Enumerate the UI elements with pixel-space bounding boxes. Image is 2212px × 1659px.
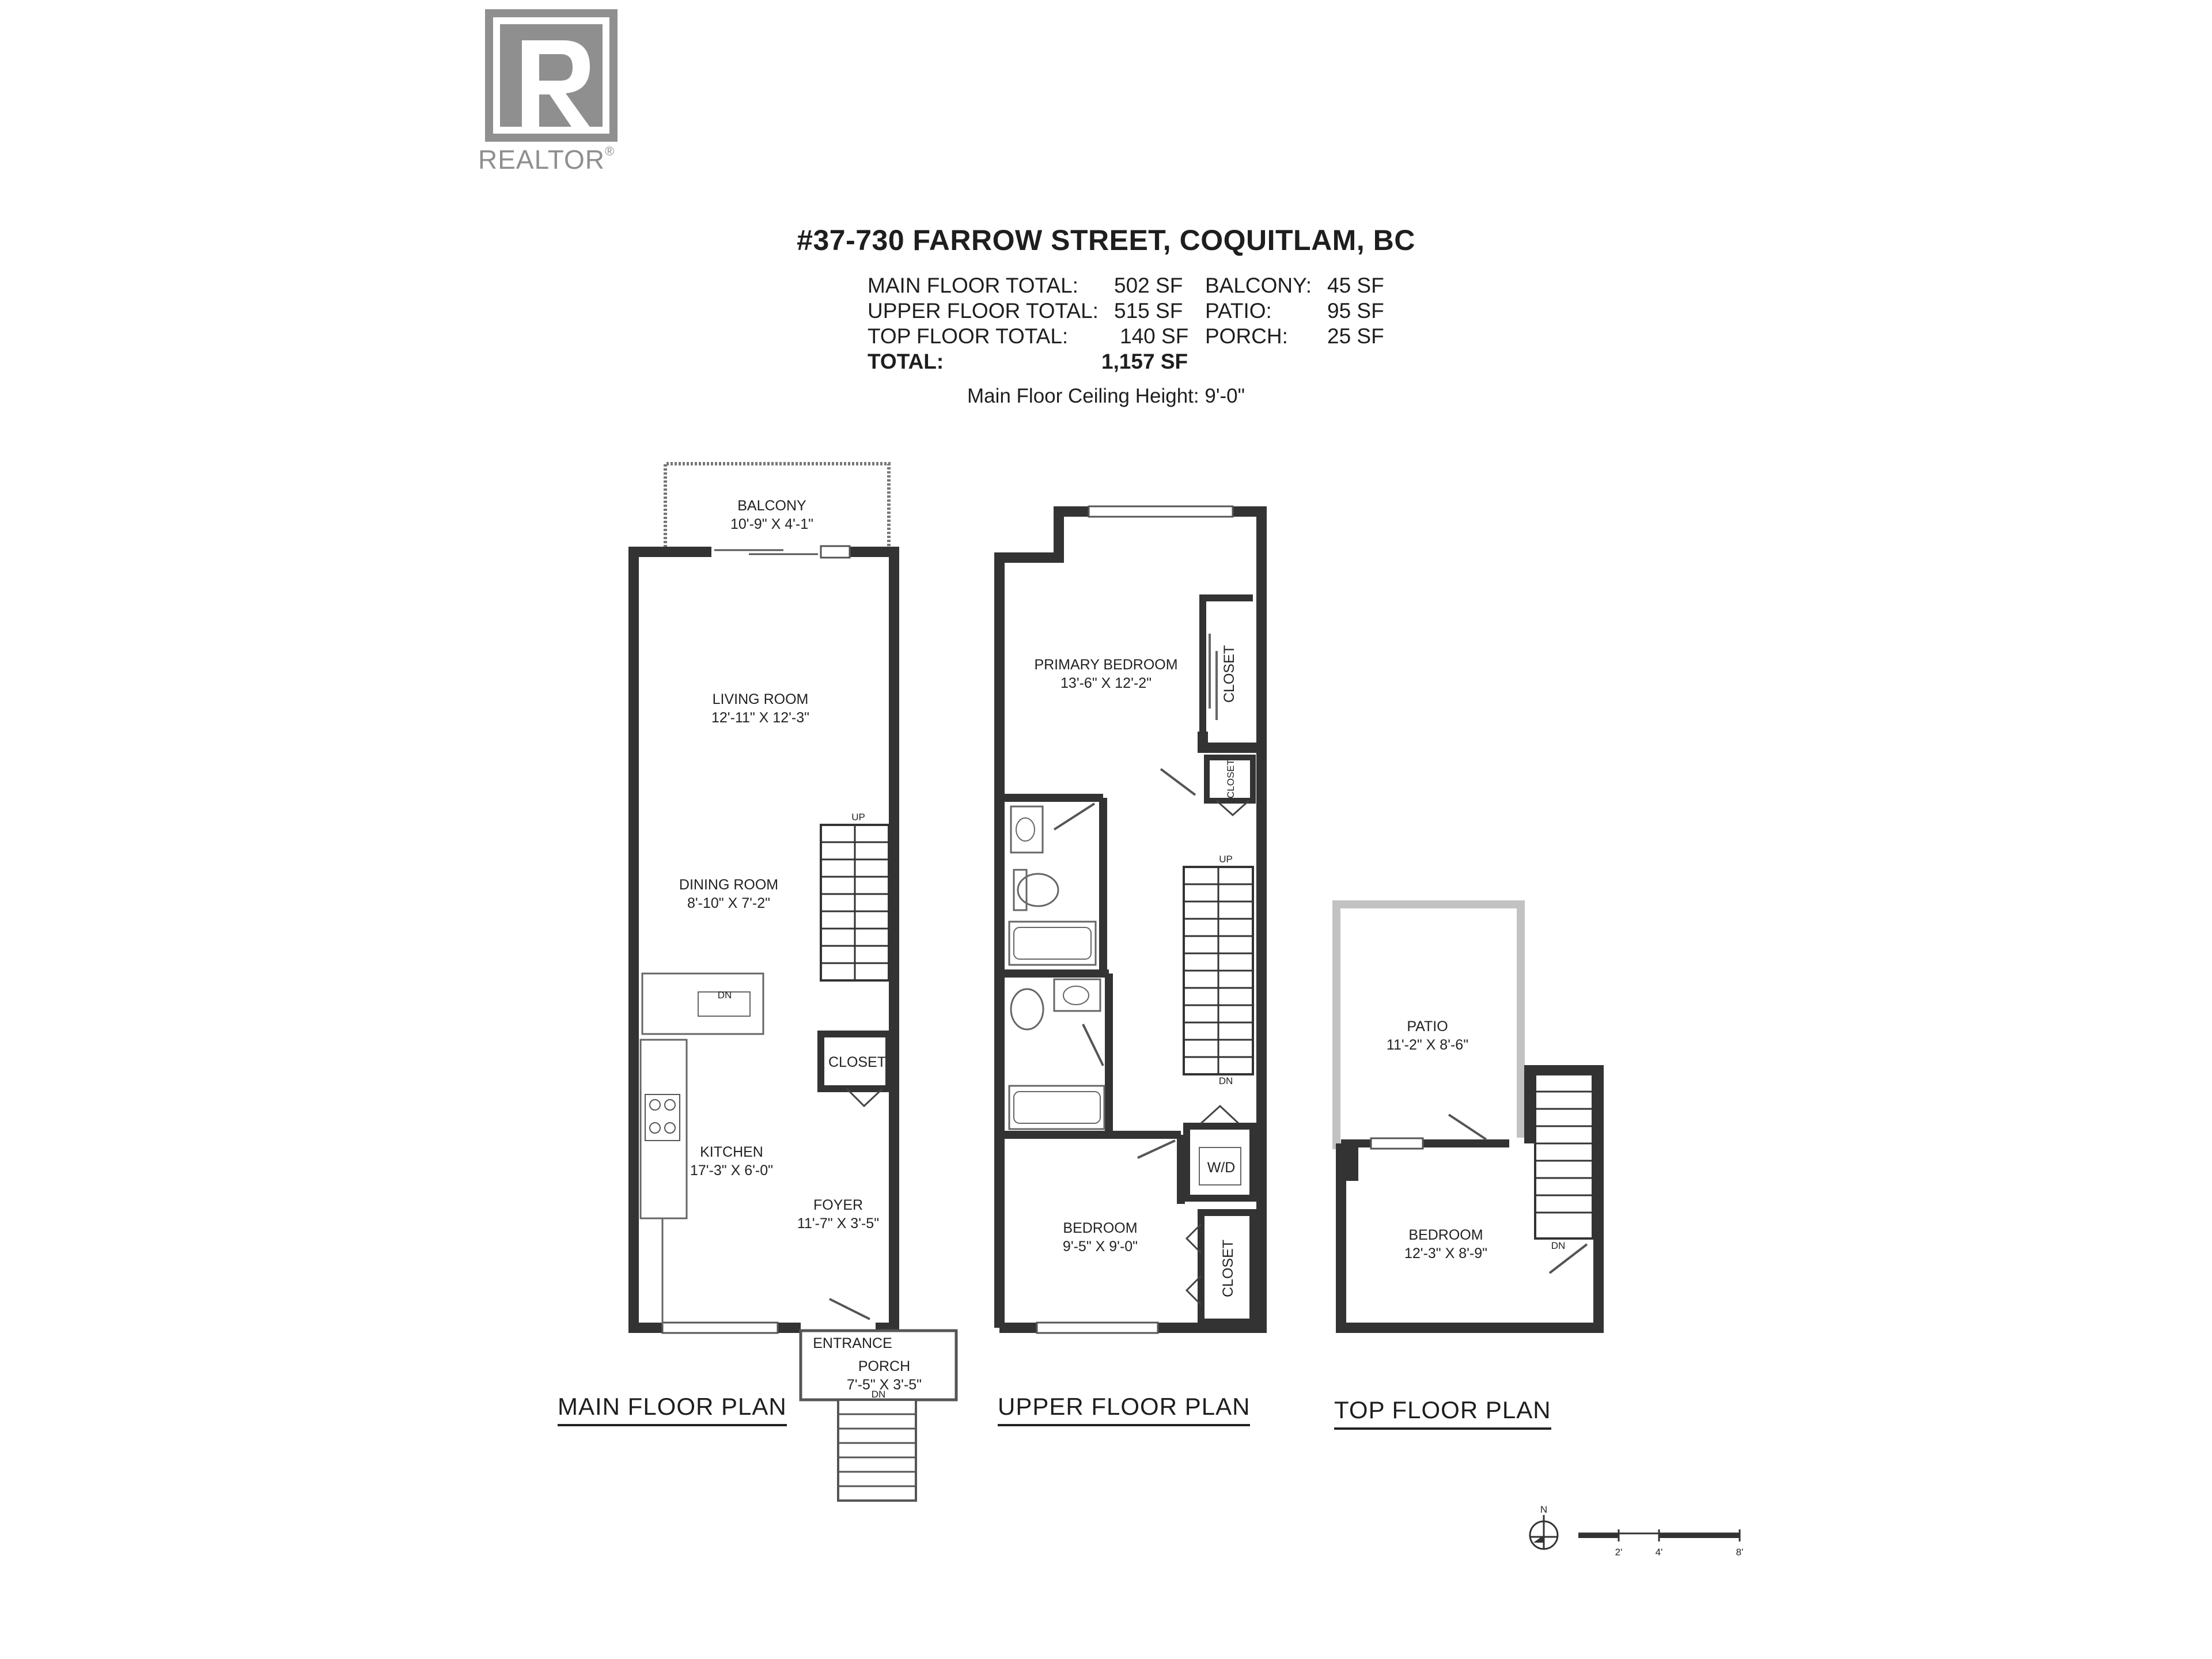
north-label: N: [1540, 1504, 1547, 1515]
entrance-label: ENTRANCE: [813, 1335, 892, 1351]
stat-balcony-value: 45 SF: [1327, 274, 1384, 297]
stat-upper-value: 515 SF: [1114, 299, 1183, 323]
ceiling-height-note: Main Floor Ceiling Height: 9'-0": [967, 385, 1245, 407]
upper-closet-1-label: CLOSET: [1221, 645, 1237, 703]
logo-wordmark: REALTOR®: [478, 144, 615, 175]
primary-bedroom-label: PRIMARY BEDROOM: [1034, 657, 1177, 673]
porch-stair-dn-label: DN: [872, 1389, 886, 1400]
patio-dims: 11'-2" X 8'-6": [1387, 1037, 1468, 1053]
porch-label: PORCH: [858, 1358, 910, 1374]
upper-bedroom-label: BEDROOM: [1063, 1220, 1137, 1236]
main-stair-up: [820, 824, 890, 982]
scale-tick-2: 2': [1615, 1547, 1623, 1558]
patio-label: PATIO: [1407, 1018, 1448, 1035]
scale-bar: 2' 4' 8': [1578, 1529, 1743, 1558]
scale-tick-8: 8': [1736, 1547, 1744, 1558]
balcony-railing: [664, 462, 891, 547]
wd-label: W/D: [1207, 1160, 1236, 1176]
foyer-dims: 11'-7" X 3'-5": [797, 1215, 879, 1232]
upper-closet-3-label: CLOSET: [1220, 1240, 1236, 1297]
laundry-closet: [1183, 1123, 1256, 1202]
balcony-label: BALCONY: [737, 498, 806, 514]
stat-total-label: TOTAL:: [868, 350, 944, 373]
porch-dims: 7'-5" X 3'-5": [847, 1377, 922, 1393]
stat-top-value: 140 SF: [1120, 324, 1189, 348]
main-stair-up-label: UP: [851, 812, 865, 823]
stove: [645, 1094, 680, 1141]
porch: [799, 1329, 958, 1402]
main-closet-wall: [817, 1031, 892, 1092]
main-floor-plan: BALCONY 10'-9" X 4'-1" LIVING ROOM 12'-1…: [628, 462, 958, 1502]
upper-floor-plan-title: UPPER FLOOR PLAN: [998, 1393, 1251, 1426]
top-bedroom-label: BEDROOM: [1408, 1227, 1483, 1243]
stat-main-label: MAIN FLOOR TOTAL:: [868, 274, 1078, 297]
scale-tick-4: 4': [1656, 1547, 1663, 1558]
upper-stair-up-label: UP: [1219, 854, 1233, 865]
logo-letter-r: [522, 40, 592, 130]
kitchen-sink-label: DN: [718, 990, 732, 1001]
balcony-dims: 10'-9" X 4'-1": [730, 516, 813, 532]
main-closet-label: CLOSET: [828, 1054, 886, 1070]
porch-stair: [837, 1399, 917, 1502]
upper-closet-2-label: CLOSET: [1225, 759, 1236, 798]
bedroom-closet: [1198, 1209, 1256, 1325]
top-floor-plan: PATIO 11'-2" X 8'-6" BEDROOM 12'-3" X 8'…: [1332, 900, 1604, 1333]
stat-porch-value: 25 SF: [1327, 324, 1384, 348]
stat-upper-label: UPPER FLOOR TOTAL:: [868, 299, 1099, 323]
kitchen-counter: [639, 1039, 688, 1219]
logo-square: [485, 9, 618, 142]
top-bedroom-dims: 12'-3" X 8'-9": [1404, 1245, 1487, 1262]
upper-stair-dn-label: DN: [1219, 1075, 1233, 1086]
top-exterior-wall: [1336, 1065, 1604, 1333]
patio-railing: [1332, 900, 1525, 1149]
realtor-logo: REALTOR®: [477, 7, 632, 175]
dining-room-label: DINING ROOM: [679, 877, 778, 893]
foyer-label: FOYER: [813, 1197, 863, 1213]
main-floor-plan-title: MAIN FLOOR PLAN: [558, 1393, 787, 1426]
upper-bedroom-dims: 9'-5" X 9'-0": [1063, 1238, 1138, 1255]
kitchen-island: [641, 972, 764, 1035]
property-address: #37-730 FARROW STREET, COQUITLAM, BC: [797, 224, 1415, 256]
dining-room-dims: 8'-10" X 7'-2": [687, 895, 770, 911]
stat-main-value: 502 SF: [1114, 274, 1183, 297]
stat-top-label: TOP FLOOR TOTAL:: [868, 324, 1069, 348]
upper-floor-plan: PRIMARY BEDROOM 13'-6" X 12'-2" CLOSET C…: [994, 505, 1267, 1334]
stat-total-value: 1,157 SF: [1101, 350, 1188, 373]
upper-stair: [1183, 866, 1254, 1075]
top-floor-plan-title: TOP FLOOR PLAN: [1334, 1396, 1551, 1430]
living-room-label: LIVING ROOM: [713, 691, 809, 707]
primary-bedroom-dims: 13'-6" X 12'-2": [1060, 675, 1152, 691]
kitchen-dims: 17'-3" X 6'-0": [690, 1162, 773, 1179]
stat-patio-label: PATIO:: [1205, 299, 1272, 323]
top-stair-dn-label: DN: [1551, 1240, 1566, 1251]
living-room-dims: 12'-11" X 12'-3": [711, 710, 809, 726]
kitchen-label: KITCHEN: [700, 1144, 763, 1160]
north-arrow-icon: N: [1529, 1504, 1559, 1550]
stat-porch-label: PORCH:: [1205, 324, 1288, 348]
stat-balcony-label: BALCONY:: [1205, 274, 1312, 297]
stat-patio-value: 95 SF: [1327, 299, 1384, 323]
top-stair: [1534, 1073, 1594, 1240]
